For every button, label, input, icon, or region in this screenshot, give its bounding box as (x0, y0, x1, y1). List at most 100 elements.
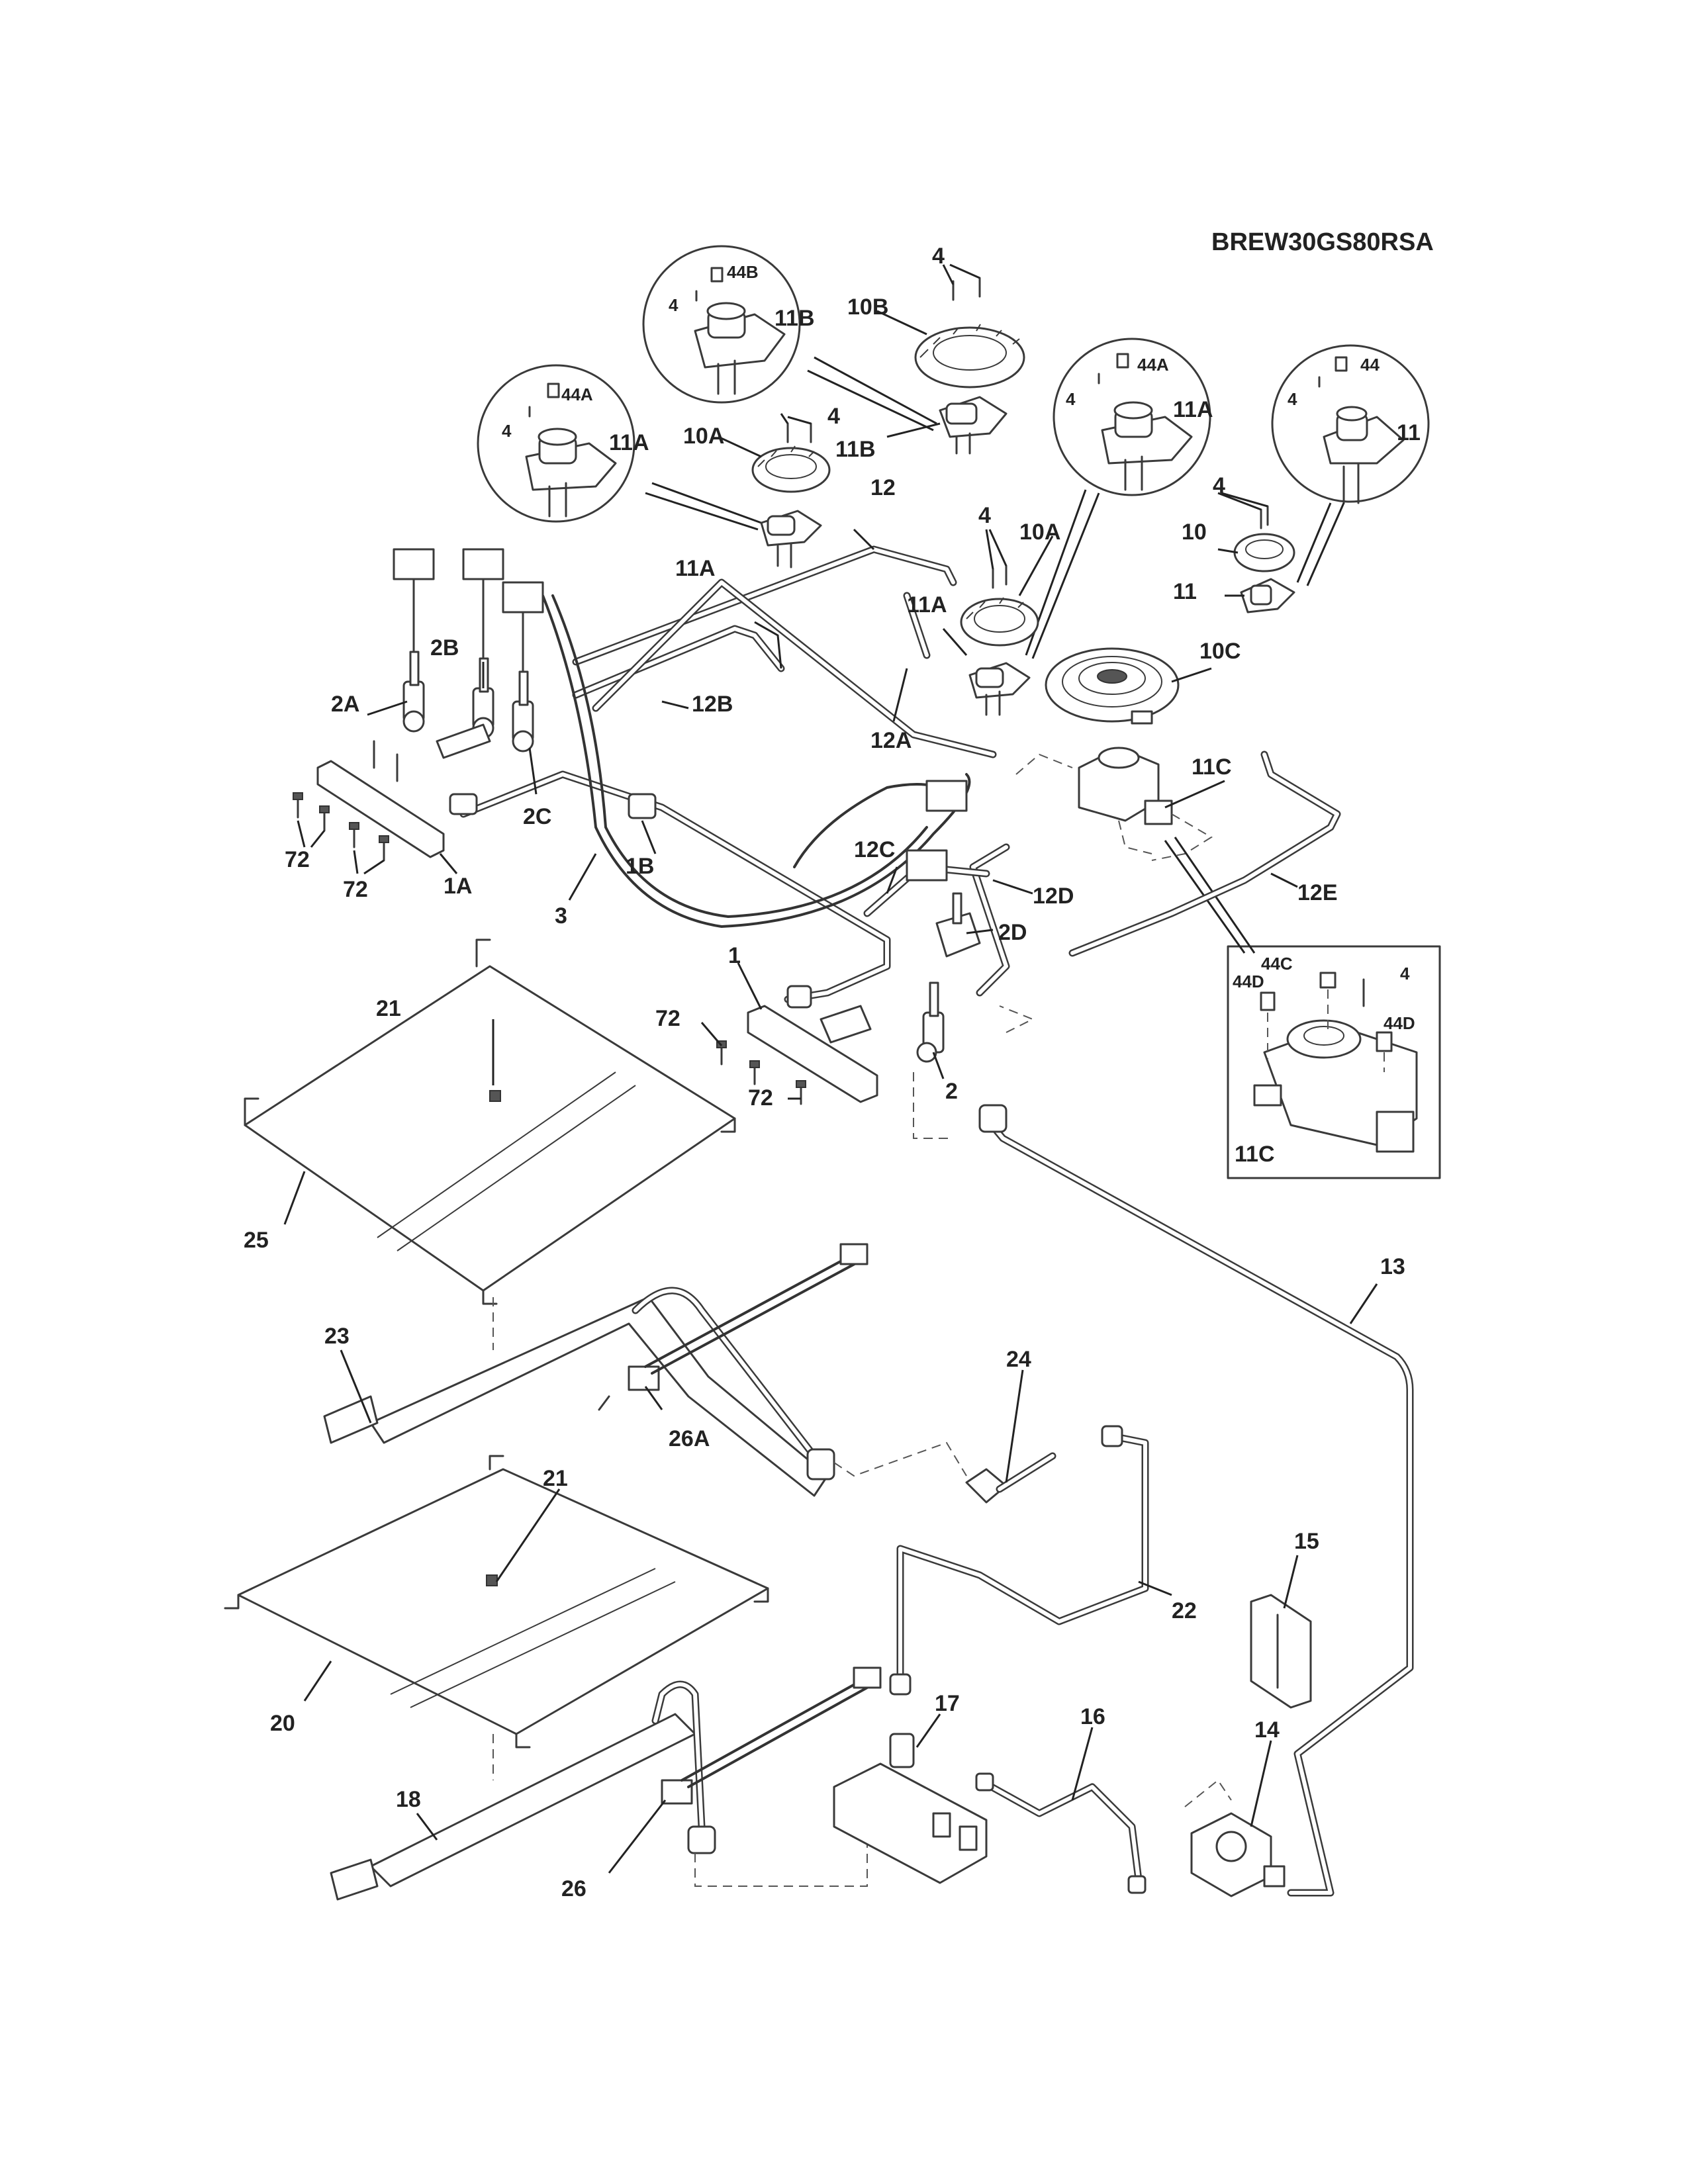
label-12e: 12E (1297, 880, 1338, 905)
label-10b: 10B (847, 295, 888, 320)
burner-10a-right (960, 565, 1039, 647)
label-21: 21 (543, 1466, 568, 1491)
safety-valve-17 (833, 1733, 988, 1884)
label-10a: 10A (1019, 520, 1060, 545)
burner-shield-20 (224, 1455, 769, 1749)
label-12: 12 (870, 475, 896, 500)
inset-box-11c (1227, 945, 1441, 1179)
label-2a: 2A (331, 692, 359, 717)
label-12c: 12C (854, 837, 895, 862)
label-20: 20 (270, 1711, 295, 1736)
label-13: 13 (1380, 1254, 1405, 1279)
model-number: BREW30GS80RSA (1211, 228, 1434, 256)
igniter-switch-blocks (393, 548, 968, 882)
label-11a: 11A (907, 592, 947, 617)
valve-2 (916, 981, 945, 1063)
burner-10b (914, 277, 1025, 388)
burner-10 (1233, 505, 1295, 572)
burner-cap-11a-left (760, 510, 822, 569)
label-11a: 11A (675, 556, 716, 581)
bracket-15 (1250, 1594, 1312, 1709)
label-25: 25 (244, 1228, 269, 1253)
leader-lines (283, 263, 1378, 1874)
dashed-line-14 (1184, 1779, 1232, 1807)
label-44d: 44D (1233, 972, 1264, 991)
burner-10c (1045, 647, 1180, 725)
label-16: 16 (1080, 1704, 1105, 1729)
label-44: 44 (1360, 355, 1380, 375)
elbow-24 (965, 1452, 1056, 1504)
broil-burner-18 (330, 1680, 716, 1901)
label-10a: 10A (683, 424, 724, 449)
screws-72-left (293, 792, 389, 862)
tube-12b (572, 625, 785, 699)
leader-11a-right-circle (1025, 489, 1100, 659)
label-26: 26 (561, 1876, 586, 1901)
burner-cap-11b (939, 396, 1008, 455)
label-1a: 1A (444, 874, 472, 899)
label-44a: 44A (561, 385, 593, 404)
burner-cap-11 (1240, 578, 1295, 614)
label-4: 4 (978, 503, 991, 528)
tube-16 (975, 1772, 1147, 1894)
label-17: 17 (935, 1691, 960, 1716)
detail-circle-11a-left (477, 364, 635, 523)
valve-2c (512, 670, 534, 752)
label-4: 4 (1213, 473, 1225, 498)
label-11: 11 (1173, 579, 1197, 604)
label-10c: 10C (1199, 639, 1241, 664)
tube-12e (1068, 751, 1341, 957)
tube-22 (889, 1425, 1149, 1696)
callout-labels: 4 44B 4 11B 10B 44A 4 11A 10A 4 11B 44A … (244, 244, 1421, 1901)
label-4: 4 (1066, 389, 1076, 409)
burner-shield-25 (244, 938, 736, 1305)
label-4: 4 (502, 421, 512, 441)
label-72: 72 (655, 1006, 680, 1031)
label-4: 4 (827, 404, 840, 429)
tube-12d (969, 843, 1010, 997)
valve-2b (436, 657, 494, 759)
leader-11b-circle (807, 356, 937, 432)
detail-circle-11b (642, 245, 801, 404)
label-11: 11 (1397, 420, 1421, 445)
label-21: 21 (376, 996, 401, 1021)
label-1b: 1B (626, 854, 654, 879)
label-11b: 11B (774, 306, 815, 331)
label-11c: 11C (1235, 1142, 1275, 1167)
leader-11a-left-circle (645, 482, 762, 531)
tube-12a (592, 578, 997, 758)
manifold-bracket-1a (316, 740, 478, 858)
label-15: 15 (1294, 1529, 1319, 1554)
manifold-1b (459, 770, 891, 1009)
label-72: 72 (748, 1085, 773, 1111)
label-11b: 11B (835, 437, 876, 462)
dashed-line-11c (1015, 753, 1213, 861)
label-11a: 11A (609, 430, 649, 455)
wire-12c (793, 783, 941, 868)
label-12a: 12A (870, 728, 912, 753)
label-44c: 44C (1261, 954, 1293, 974)
igniter-26a (598, 1243, 868, 1411)
label-11c: 11C (1192, 754, 1232, 780)
label-44d: 44D (1383, 1013, 1415, 1033)
detail-circle-11 (1271, 344, 1430, 504)
label-2c: 2C (523, 804, 551, 829)
label-72: 72 (285, 847, 310, 872)
label-4: 4 (1400, 964, 1410, 983)
valve-2d (935, 892, 981, 958)
label-72: 72 (343, 877, 368, 902)
label-44b: 44B (727, 262, 759, 282)
label-2: 2 (945, 1079, 958, 1104)
label-2b: 2B (430, 635, 459, 660)
leader-11-circle (1296, 502, 1345, 586)
label-24: 24 (1006, 1347, 1031, 1372)
pressure-regulator-14 (1190, 1812, 1286, 1897)
label-11a: 11A (1173, 397, 1213, 422)
tube-12 (572, 545, 957, 666)
burner-base-11c (1078, 747, 1173, 825)
label-44a: 44A (1137, 355, 1169, 375)
label-18: 18 (396, 1787, 421, 1812)
label-26a: 26A (669, 1426, 710, 1451)
label-12b: 12B (692, 692, 733, 717)
